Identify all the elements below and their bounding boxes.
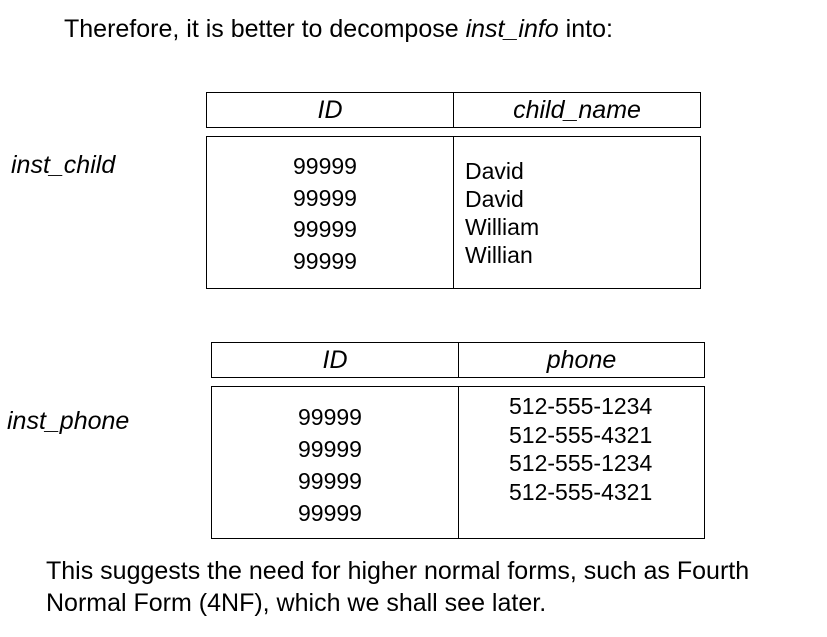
inst-child-name-column: David David William Willian bbox=[453, 136, 701, 289]
table-cell: 99999 bbox=[298, 468, 362, 494]
table-cell: David bbox=[465, 158, 524, 184]
table-cell: 99999 bbox=[298, 404, 362, 430]
inst-phone-number-column: 512-555-1234 512-555-4321 512-555-1234 5… bbox=[458, 386, 705, 539]
intro-text: Therefore, it is better to decompose ins… bbox=[64, 14, 613, 44]
intro-prefix: Therefore, it is better to decompose bbox=[64, 15, 466, 43]
table-cell: David bbox=[465, 186, 524, 212]
inst-child-header-id: ID bbox=[206, 92, 454, 128]
inst-child-header-child-name: child_name bbox=[453, 92, 701, 128]
table-cell: 512-555-4321 bbox=[509, 478, 653, 505]
inst-phone-id-column: 99999 99999 99999 99999 bbox=[211, 386, 459, 539]
table-cell: William bbox=[465, 214, 540, 240]
intro-suffix: into: bbox=[558, 15, 613, 43]
inst-phone-header-phone: phone bbox=[458, 342, 705, 378]
table-cell: 99999 bbox=[293, 216, 357, 242]
table-cell: 512-555-1234 bbox=[509, 450, 653, 476]
table-cell: 512-555-4321 bbox=[509, 421, 653, 448]
relation-name-inst-phone: inst_phone bbox=[7, 407, 130, 435]
table-cell: 99999 bbox=[293, 247, 357, 274]
table-cell: 99999 bbox=[293, 153, 357, 179]
table-cell: 512-555-1234 bbox=[509, 393, 653, 419]
table-cell: 99999 bbox=[298, 436, 362, 462]
closing-paragraph: This suggests the need for higher normal… bbox=[46, 557, 750, 617]
inst-child-id-column: 99999 99999 99999 99999 bbox=[206, 136, 454, 289]
table-cell: Willian bbox=[465, 242, 533, 268]
table-cell: 99999 bbox=[298, 500, 362, 526]
intro-relation-name: inst_info bbox=[465, 15, 559, 43]
table-cell: 99999 bbox=[293, 184, 357, 211]
inst-phone-header-id: ID bbox=[211, 342, 459, 378]
relation-name-inst-child: inst_child bbox=[11, 151, 116, 179]
